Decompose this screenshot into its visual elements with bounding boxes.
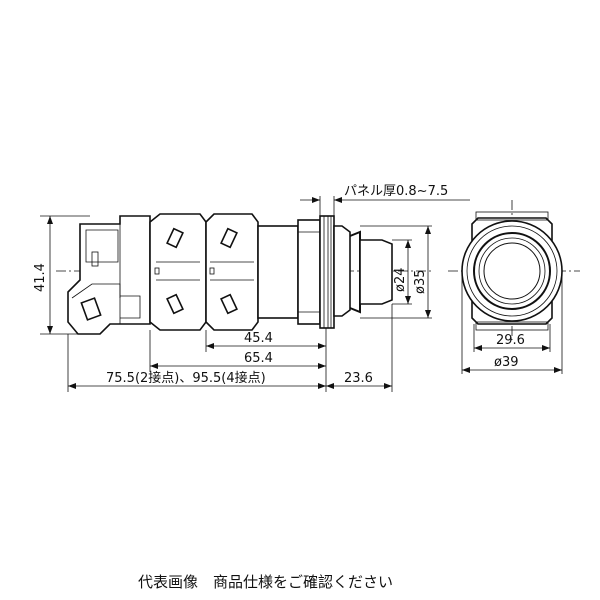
diameter-dimensions: ø24 ø35 (360, 225, 432, 319)
front-dim-inner: 29.6 (473, 324, 551, 352)
contact-block-1 (149, 213, 207, 331)
contact-block-rear (67, 215, 151, 335)
front-cap (473, 232, 551, 310)
dim-total-label: 75.5(2接点)、95.5(4接点) (106, 370, 266, 386)
dim-65: 65.4 (150, 351, 326, 369)
front-view: 29.6 ø39 (448, 200, 580, 374)
dim-45-label: 45.4 (244, 331, 273, 346)
mounting-body (257, 219, 321, 325)
contact-block-2 (205, 213, 259, 331)
dim-bezel-label: 23.6 (344, 371, 373, 386)
front-bezel-outer (461, 220, 563, 322)
caption: 代表画像 商品仕様をご確認ください (138, 573, 393, 591)
bezel (333, 225, 361, 317)
dim-65-label: 65.4 (244, 351, 273, 366)
front-dim-outer: ø39 (461, 271, 563, 374)
panel-thickness-callout: パネル厚0.8~7.5 (300, 184, 470, 216)
front-inner-label: 29.6 (496, 333, 525, 348)
panel-ring (319, 215, 335, 329)
button-cap (359, 239, 393, 305)
dia-outer-label: ø35 (413, 270, 428, 295)
dia-inner-label: ø24 (393, 268, 408, 293)
side-view: パネル厚0.8~7.5 41.4 ø24 ø35 (33, 184, 470, 392)
dim-45: 45.4 (206, 331, 326, 349)
height-label: 41.4 (33, 263, 48, 292)
panel-thickness-label: パネル厚0.8~7.5 (344, 184, 448, 199)
front-outer-label: ø39 (494, 355, 519, 370)
height-dimension: 41.4 (33, 215, 90, 335)
dim-total: 75.5(2接点)、95.5(4接点) 23.6 (68, 370, 392, 389)
